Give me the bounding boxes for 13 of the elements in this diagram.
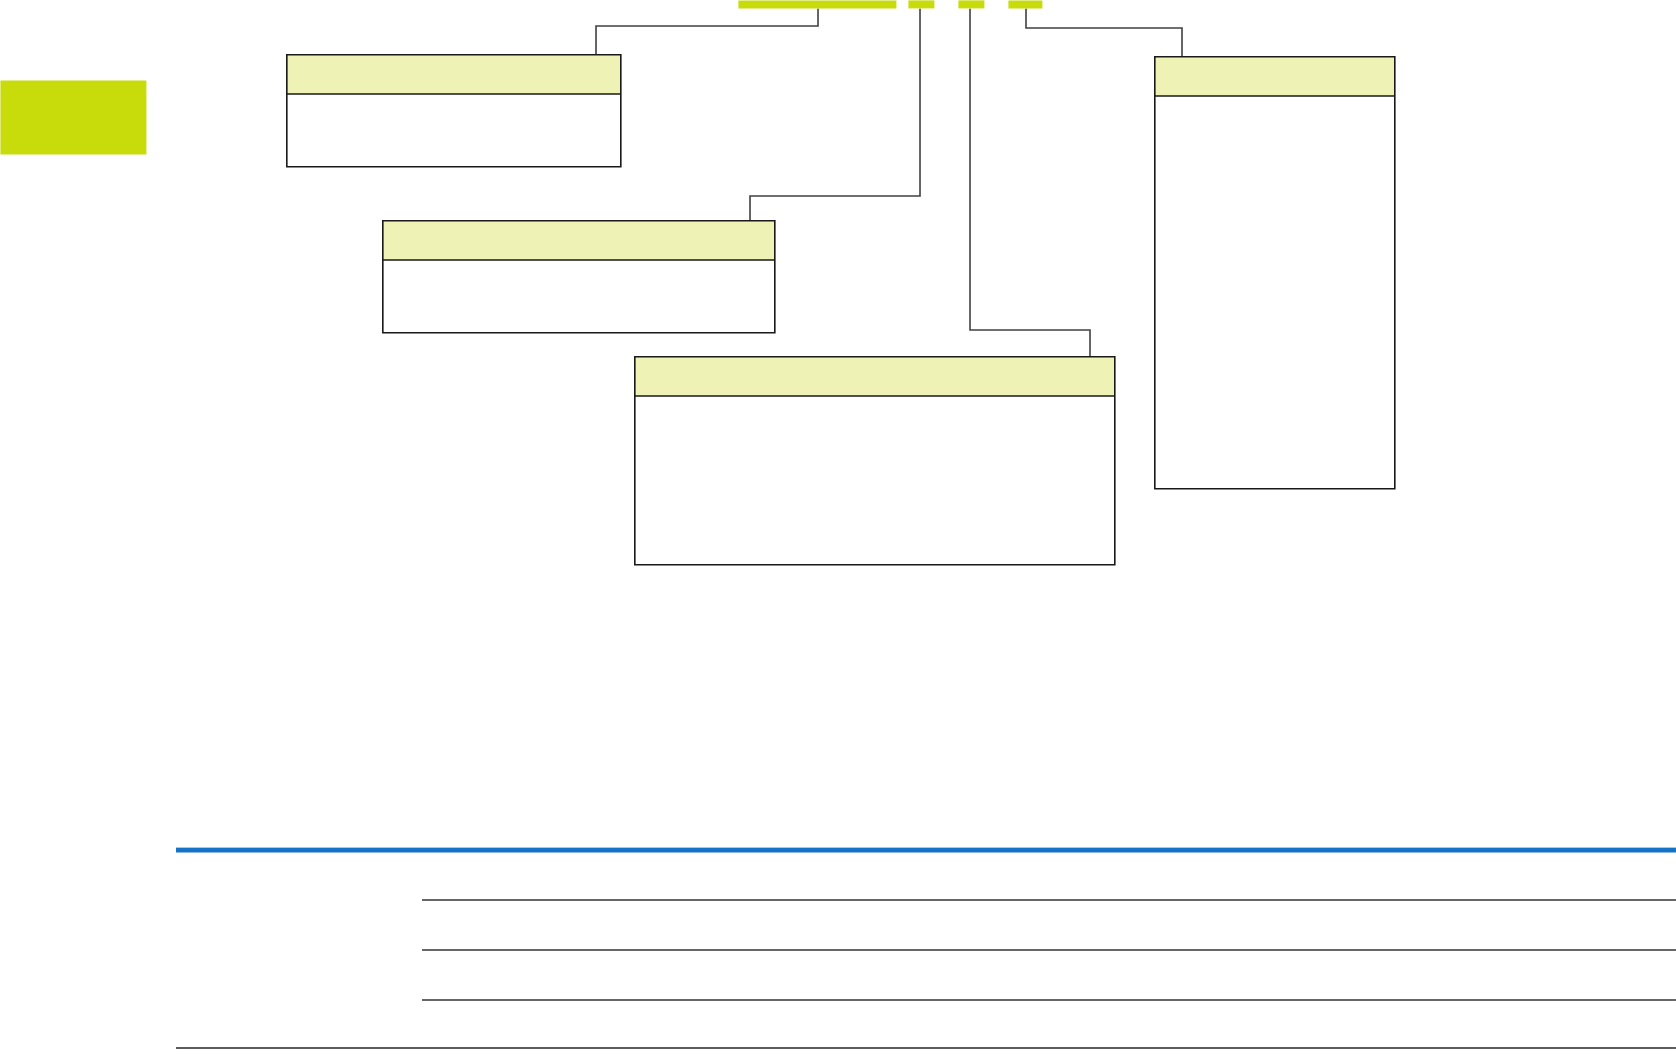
empty-box [381,220,776,334]
empty-box [633,356,1116,566]
leader-line [969,8,1091,357]
empty-box [285,54,622,168]
highlight-bar [908,0,935,9]
tab-marker [0,80,147,155]
leader-line [595,8,819,55]
highlight-bar [738,0,897,9]
highlight-bar [958,0,985,9]
empty-box [1153,56,1396,490]
highlight-bar [1008,0,1043,9]
leader-line [1025,8,1183,57]
leader-line [749,8,921,221]
